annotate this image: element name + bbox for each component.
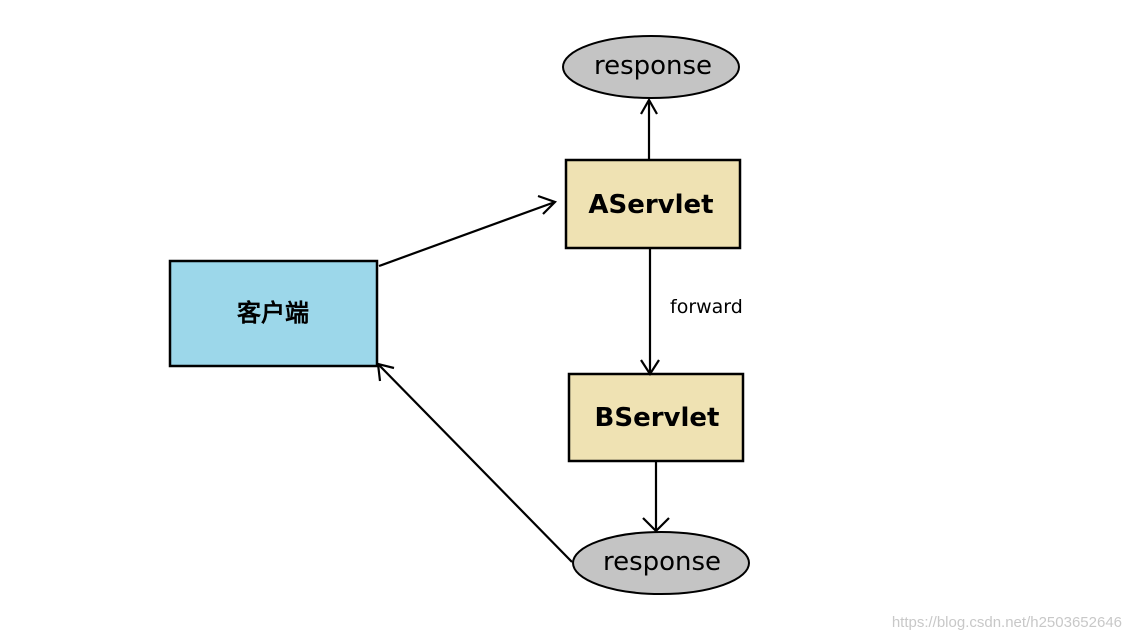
edge-response-bottom-to-client: [376, 362, 573, 563]
watermark-text: https://blog.csdn.net/h2503652646: [892, 614, 1122, 631]
edge-response-bottom-to-client-line: [377, 363, 573, 563]
edge-client-to-aservlet-line: [378, 200, 556, 268]
arrowhead-client: [376, 362, 395, 382]
arrowhead-response-bottom: [642, 517, 670, 533]
bservlet-node: BServlet: [567, 372, 745, 463]
forward-label: forward: [670, 296, 743, 318]
bservlet-label: BServlet: [595, 403, 720, 433]
response-top-label: response: [594, 51, 712, 81]
response-bottom-node: response: [572, 531, 750, 595]
edge-bservlet-to-response-bottom: [642, 462, 670, 533]
aservlet-box: [564, 158, 742, 250]
response-top-ellipse: [562, 35, 740, 99]
aservlet-node: AServlet: [564, 158, 742, 250]
arrowhead-response-top: [640, 97, 658, 115]
edge-aservlet-to-response-top: [640, 97, 658, 159]
edge-aservlet-to-bservlet: forward: [640, 249, 743, 377]
response-bottom-label: response: [603, 547, 721, 577]
response-top-node: response: [562, 35, 740, 99]
aservlet-label: AServlet: [588, 190, 713, 220]
edge-client-to-aservlet: [378, 194, 558, 268]
client-box: [168, 259, 379, 368]
bservlet-box: [567, 372, 745, 463]
arrowhead-aservlet: [537, 194, 558, 215]
arrowhead-bservlet: [640, 359, 660, 377]
client-node: 客户端: [168, 259, 379, 368]
client-label: 客户端: [237, 299, 309, 327]
response-bottom-ellipse: [572, 531, 750, 595]
